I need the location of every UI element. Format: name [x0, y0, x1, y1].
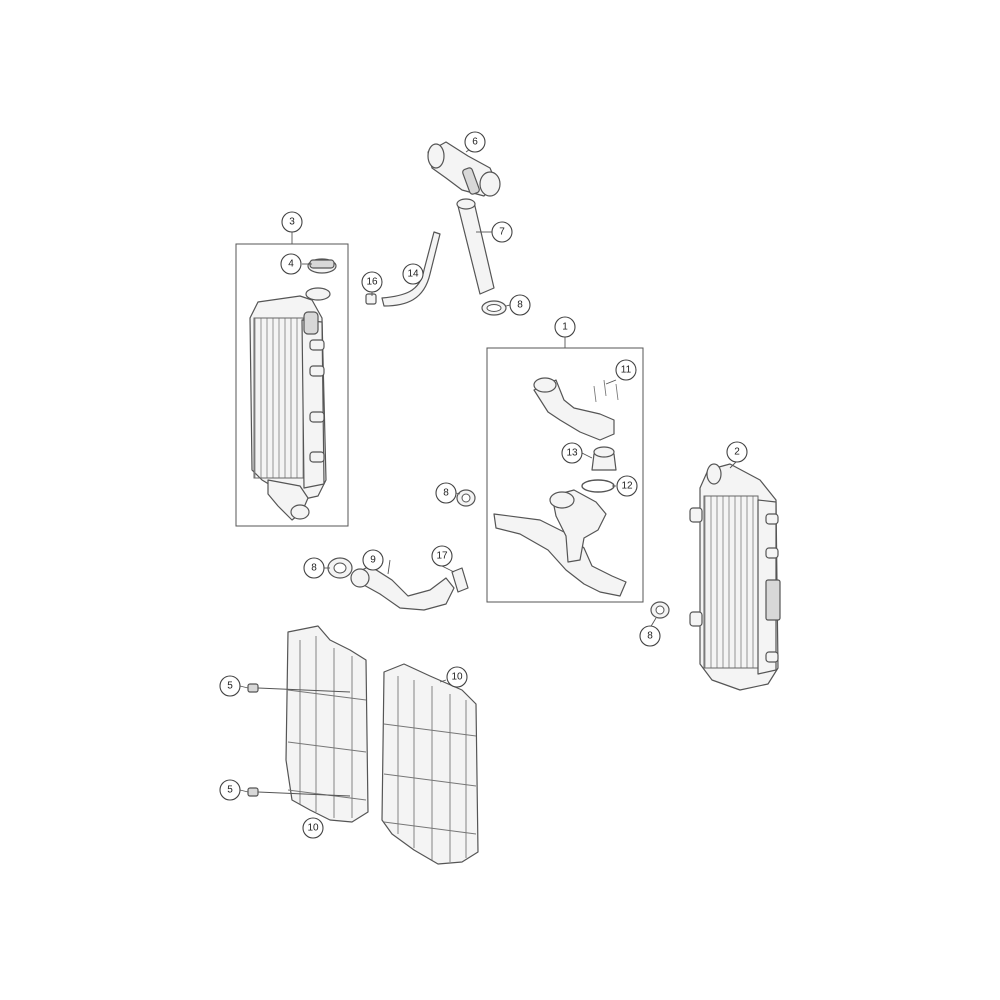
svg-text:12: 12	[621, 481, 633, 492]
svg-text:8: 8	[647, 631, 653, 642]
guard-screw-lower	[247, 787, 351, 797]
callout-7: 7	[491, 221, 513, 243]
lower-hose-assembly	[493, 489, 627, 597]
callout-2: 2	[726, 441, 748, 463]
svg-text:5: 5	[227, 681, 233, 692]
radiator-cap	[305, 258, 337, 301]
svg-text:10: 10	[307, 823, 319, 834]
callout-6: 6	[464, 131, 486, 153]
bypass-hose	[381, 231, 441, 307]
callout-17: 17	[431, 545, 453, 567]
callout-14: 14	[402, 263, 424, 285]
callout-5-upper: 5	[219, 675, 241, 697]
svg-text:14: 14	[407, 269, 419, 280]
callout-1: 1	[554, 316, 576, 338]
svg-text:8: 8	[443, 488, 449, 499]
callout-10-right: 10	[446, 666, 468, 688]
hose-connector	[451, 567, 469, 593]
svg-text:11: 11	[621, 365, 632, 376]
radiator-left	[249, 295, 327, 521]
svg-text:6: 6	[472, 137, 478, 148]
o-ring	[581, 479, 615, 493]
callout-9: 9	[362, 549, 384, 571]
radiator-guard-left	[285, 625, 369, 823]
callout-8-right: 8	[639, 625, 661, 647]
straight-hose	[456, 198, 495, 295]
svg-text:8: 8	[517, 300, 523, 311]
svg-text:5: 5	[227, 785, 233, 796]
callout-13: 13	[561, 442, 583, 464]
svg-text:13: 13	[566, 448, 578, 459]
thermostat-screws	[593, 379, 619, 403]
hose-clamp-middle	[456, 489, 476, 507]
callout-3: 3	[281, 211, 303, 233]
hose-clip	[365, 293, 377, 305]
hose-clamp-left	[327, 557, 353, 579]
callout-8-middle: 8	[435, 482, 457, 504]
callout-4: 4	[280, 253, 302, 275]
svg-text:9: 9	[370, 555, 376, 566]
hose-clamp-right	[650, 601, 670, 619]
callout-16: 16	[361, 271, 383, 293]
radiator-guard-right	[381, 663, 479, 865]
svg-text:4: 4	[288, 259, 294, 270]
callout-12: 12	[616, 475, 638, 497]
upper-hose-thermostat	[533, 377, 615, 441]
svg-text:2: 2	[734, 447, 740, 458]
radiator-right	[689, 463, 781, 691]
callout-11: 11	[615, 359, 637, 381]
svg-text:8: 8	[311, 563, 317, 574]
callout-5-lower: 5	[219, 779, 241, 801]
svg-text:10: 10	[451, 672, 463, 683]
svg-text:3: 3	[289, 217, 295, 228]
hose-clamp-top	[481, 300, 507, 316]
svg-text:16: 16	[366, 277, 378, 288]
callout-10-left: 10	[302, 817, 324, 839]
callout-8-top: 8	[509, 294, 531, 316]
y-piece-hose	[427, 141, 501, 197]
svg-text:17: 17	[436, 551, 448, 562]
svg-text:1: 1	[562, 322, 568, 333]
thermostat	[591, 446, 617, 471]
callout-8-left: 8	[303, 557, 325, 579]
lower-radiator-hose	[350, 565, 455, 611]
svg-text:7: 7	[499, 227, 505, 238]
